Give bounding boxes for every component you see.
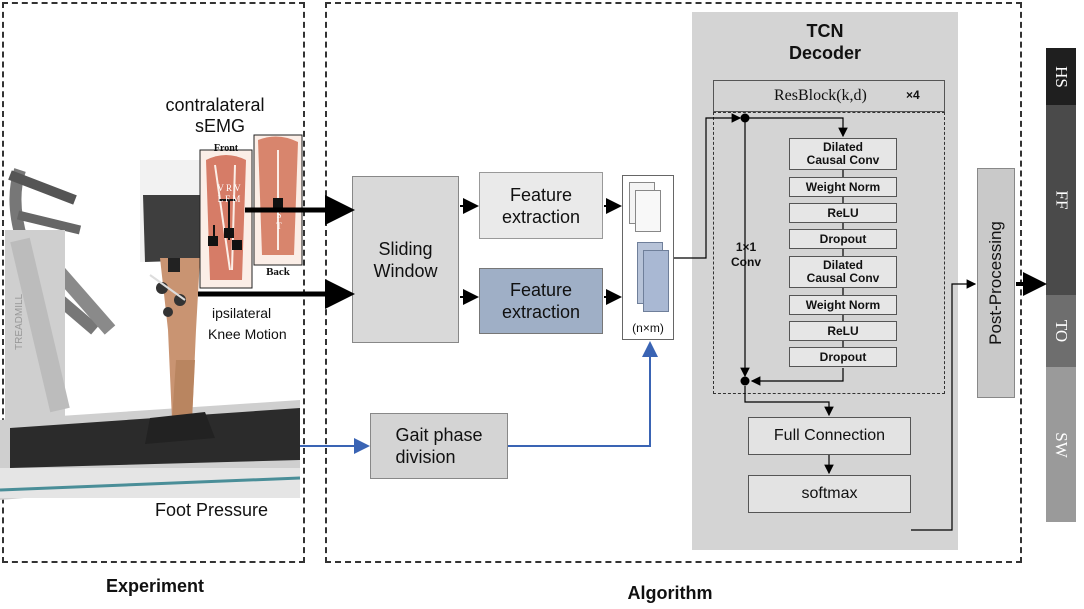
matrix-size-label: (n×m) <box>632 321 664 335</box>
softmax-block: softmax <box>748 475 911 513</box>
post-processing-block: Post-Processing <box>977 168 1015 398</box>
semg-label: sEMG <box>194 116 245 136</box>
full-connection-label: Full Connection <box>773 427 886 444</box>
contralateral-label: contralateral <box>165 95 265 115</box>
sliding-window-label: Sliding Window <box>373 238 438 281</box>
conv-1x1-label: 1×1 Conv <box>731 240 761 269</box>
full-connection-block: Full Connection <box>748 417 911 455</box>
relu-1: ReLU <box>789 203 897 223</box>
dilated-causal-conv-1: Dilated Causal Conv <box>789 138 897 170</box>
phase-bar-sw: SW <box>1046 367 1076 522</box>
softmax-label: softmax <box>801 485 858 502</box>
gait-to-matrix-arrow <box>508 341 658 447</box>
gait-phase-division-block: Gait phase division <box>370 413 508 479</box>
merge-node <box>740 376 750 386</box>
phase-bar-to: TO <box>1046 295 1076 367</box>
knee-motion-label: Knee Motion <box>208 326 287 342</box>
last-layer-to-merge-line <box>750 368 844 386</box>
ipsilateral-label: ipsilateral <box>212 305 272 321</box>
resblock-repeat: ×4 <box>906 88 920 102</box>
sliding-window-block: Sliding Window <box>352 176 459 343</box>
layer-label: Weight Norm <box>805 180 881 194</box>
dropout-2: Dropout <box>789 347 897 367</box>
feature-extraction-2-block: Feature extraction <box>479 268 603 334</box>
softmax-to-post-line <box>911 279 977 531</box>
resblock-dashed-region <box>713 112 945 394</box>
matrix-sheet <box>643 250 669 312</box>
resblock-header: ResBlock(k,d) ×4 <box>713 80 945 112</box>
layer-label: Weight Norm <box>805 298 881 312</box>
svg-text:TREADMILL: TREADMILL <box>14 293 25 350</box>
dilated-causal-conv-2: Dilated Causal Conv <box>789 256 897 288</box>
experiment-frame <box>2 2 305 563</box>
split-node <box>740 113 750 123</box>
experiment-section-label: Experiment <box>105 576 205 596</box>
merge-to-fc-line <box>744 386 834 417</box>
matrix-to-tcn-line <box>674 113 742 259</box>
phase-bar-ff: FF <box>1046 105 1076 295</box>
to-first-layer-line <box>749 117 848 138</box>
back-muscle-labels: S T <box>276 210 282 231</box>
algorithm-section-label: Algorithm <box>627 583 713 603</box>
front-muscle-labels: V R V L F M <box>217 183 241 204</box>
layer-label: Dropout <box>819 232 867 246</box>
tcn-decoder-title: TCN Decoder <box>788 21 862 63</box>
dropout-1: Dropout <box>789 229 897 249</box>
layer-label: Dropout <box>819 350 867 364</box>
phase-bar-hs: HS <box>1046 48 1076 105</box>
layer-label: Dilated Causal Conv <box>806 258 880 285</box>
weight-norm-2: Weight Norm <box>789 295 897 315</box>
foot-pressure-label: Foot Pressure <box>155 500 269 520</box>
feature-extraction-2-label: Feature extraction <box>501 280 581 322</box>
resblock-label: ResBlock(k,d) <box>774 87 867 104</box>
weight-norm-1: Weight Norm <box>789 177 897 197</box>
layer-label: Dilated Causal Conv <box>806 140 880 167</box>
back-label: Back <box>266 266 290 278</box>
layer-label: ReLU <box>827 206 859 220</box>
front-label: Front <box>213 143 239 154</box>
treadmill-illustration: TREADMILL <box>0 134 303 500</box>
gait-phase-division-label: Gait phase division <box>395 425 483 467</box>
matrix-sheet <box>635 190 661 232</box>
feature-extraction-1-label: Feature extraction <box>501 184 581 227</box>
feature-matrix-stack: (n×m) <box>622 175 674 340</box>
layer-label: ReLU <box>827 324 859 338</box>
feature-extraction-1-block: Feature extraction <box>479 172 603 239</box>
relu-2: ReLU <box>789 321 897 341</box>
